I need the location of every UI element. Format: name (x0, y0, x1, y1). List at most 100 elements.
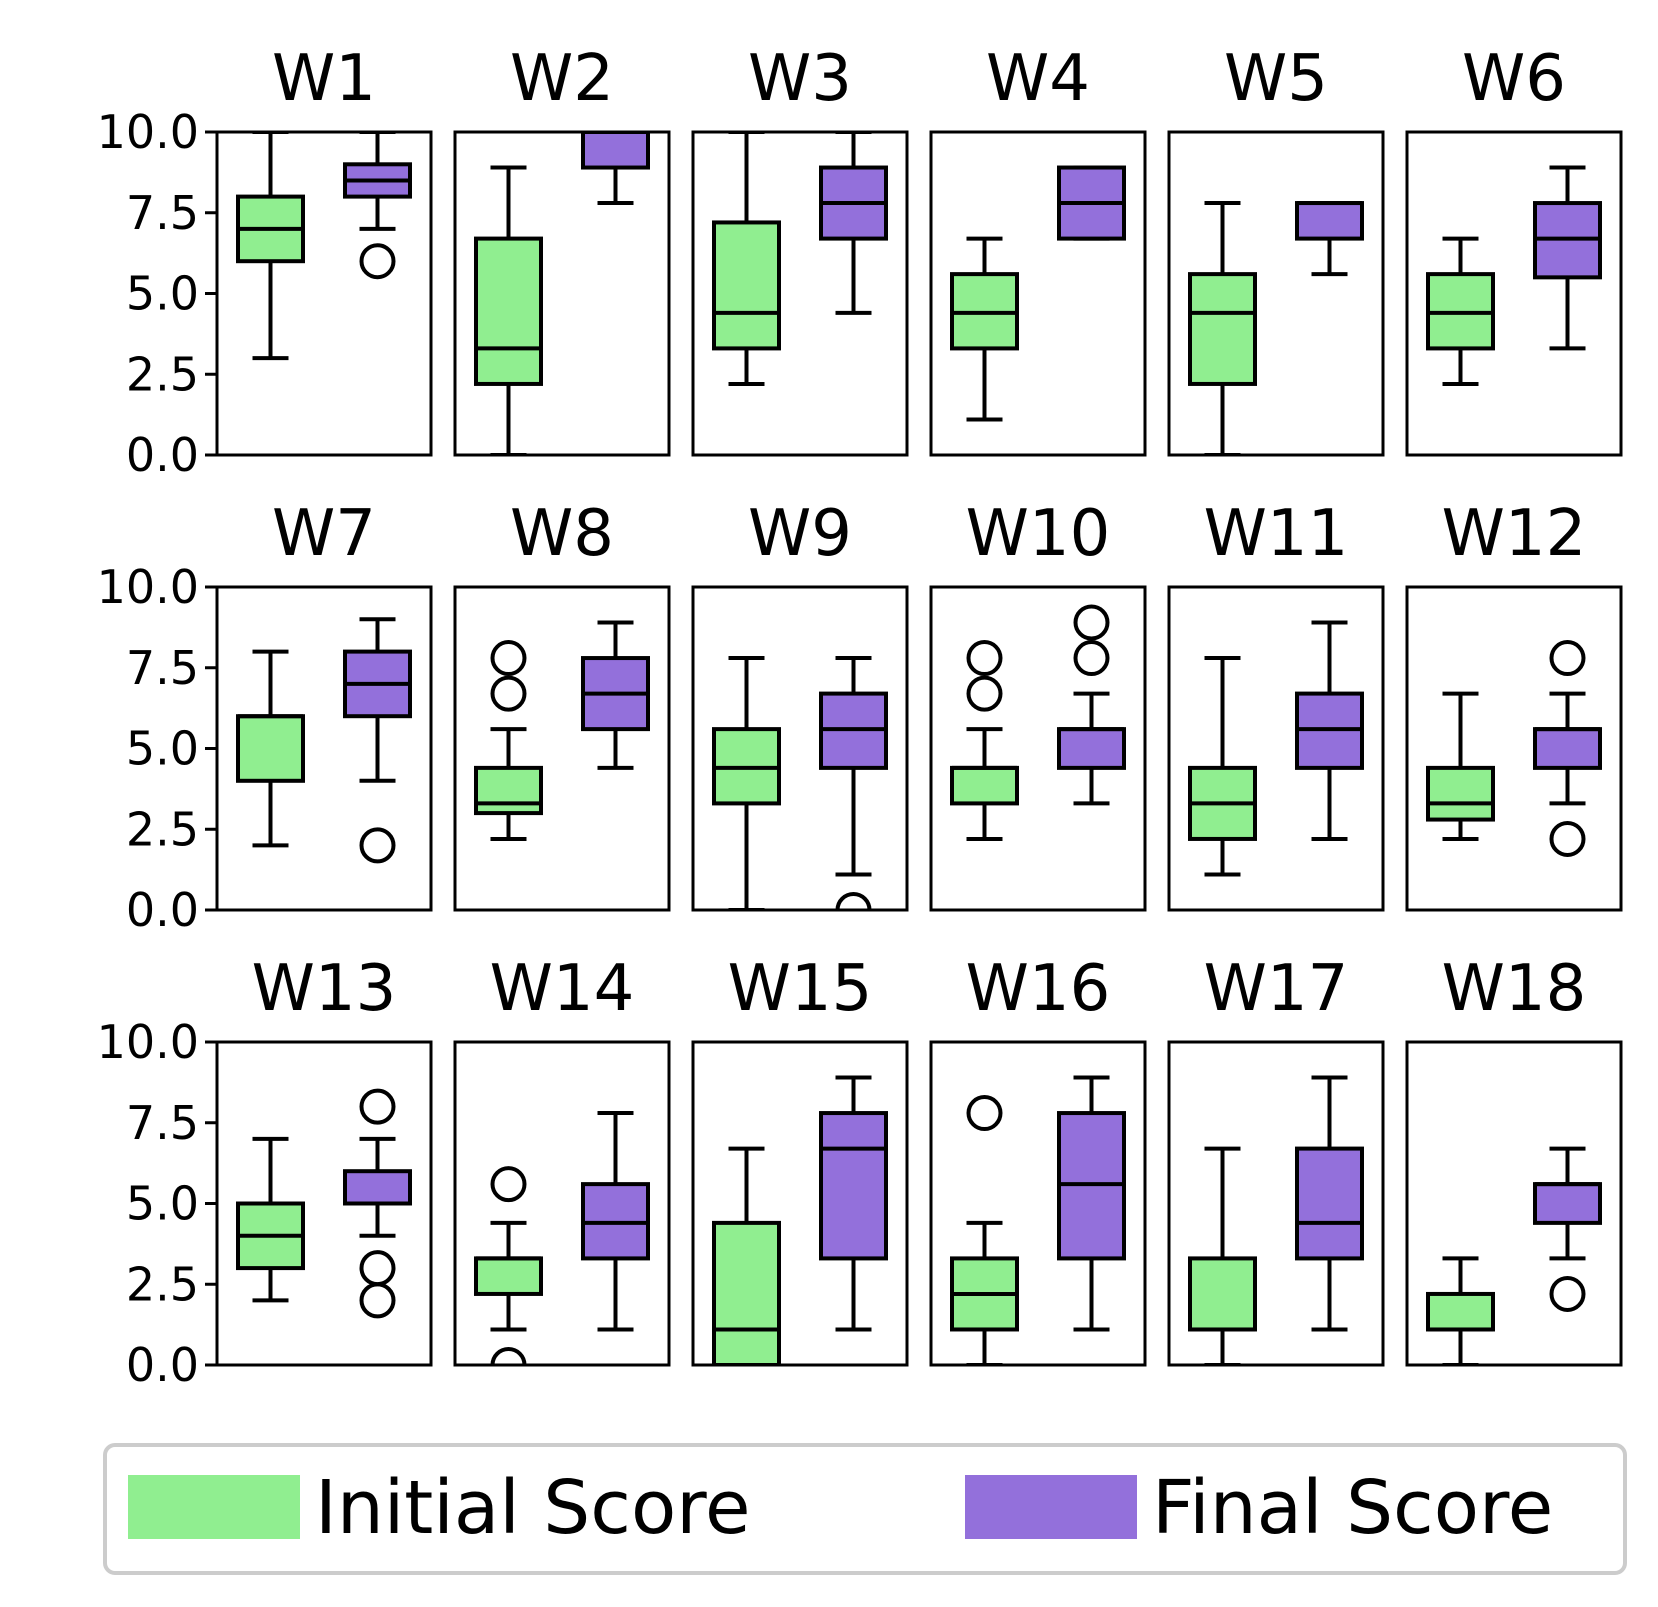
outlier-point (490, 1166, 527, 1203)
box-final (343, 617, 412, 864)
legend-swatch-initial (128, 1475, 300, 1539)
box-initial (474, 640, 543, 841)
outlier-point (966, 1095, 1003, 1132)
box-iqr (712, 220, 781, 351)
outlier-point (490, 640, 527, 677)
panel-title: W3 (748, 42, 852, 116)
panel-title: W6 (1462, 42, 1566, 116)
y-tick-label: 2.5 (126, 802, 199, 856)
panel-plot-area (1188, 620, 1364, 877)
panel-title: W14 (490, 952, 635, 1026)
legend-label-final: Final Score (1152, 1465, 1553, 1551)
outlier-point (359, 1088, 396, 1125)
box-final (1295, 1075, 1364, 1332)
panel-w2: W2 (453, 42, 671, 457)
panel-frame (691, 130, 909, 457)
panel-w7: W70.02.55.07.510.0 (97, 497, 433, 937)
box-iqr (1533, 727, 1602, 770)
box-final (1533, 165, 1602, 351)
y-tick-label: 2.5 (126, 1257, 199, 1311)
box-final (1295, 201, 1364, 277)
box-iqr (1295, 201, 1364, 241)
panel-w11: W11 (1167, 497, 1385, 912)
panel-w10: W10 (929, 497, 1147, 912)
box-initial (712, 1146, 781, 1365)
panel-frame (453, 1040, 671, 1367)
panel-frame (1405, 1040, 1623, 1367)
box-initial (236, 1136, 305, 1303)
box-initial (474, 1166, 543, 1365)
panel-title: W15 (728, 952, 873, 1026)
panel-title: W17 (1204, 952, 1349, 1026)
box-initial (950, 640, 1019, 841)
y-tick-label: 0.0 (126, 883, 199, 937)
outlier-point (966, 675, 1003, 712)
outlier-point (966, 640, 1003, 677)
box-iqr (474, 1256, 543, 1296)
outlier-point (1073, 604, 1110, 641)
y-tick-label: 2.5 (126, 347, 199, 401)
panel-frame (1167, 1040, 1385, 1367)
box-iqr (712, 1220, 781, 1365)
box-iqr (474, 765, 543, 816)
box-final (581, 132, 650, 206)
legend-label-initial: Initial Score (315, 1465, 751, 1551)
y-tick-label: 5.0 (126, 1177, 199, 1231)
panel-plot-area (950, 1075, 1126, 1365)
box-iqr (1057, 727, 1126, 770)
box-iqr (819, 1111, 888, 1261)
box-final (343, 132, 412, 280)
y-tick-label: 0.0 (126, 1338, 199, 1392)
panel-title: W9 (748, 497, 852, 571)
panel-plot-area (236, 1088, 412, 1319)
y-tick-label: 10.0 (97, 1015, 199, 1069)
panel-w18: W18 (1405, 952, 1623, 1367)
box-iqr (950, 765, 1019, 806)
panel-frame (691, 1040, 909, 1367)
box-final (819, 656, 888, 910)
panel-w8: W8 (453, 497, 671, 912)
panel-plot-area (712, 132, 888, 386)
outlier-point (359, 1250, 396, 1287)
box-iqr (1426, 1291, 1495, 1332)
panel-frame (1405, 130, 1623, 457)
panel-w6: W6 (1405, 42, 1623, 457)
y-tick-label: 10.0 (97, 560, 199, 614)
box-final (1057, 604, 1126, 806)
box-final (581, 620, 650, 770)
outlier-point (1549, 820, 1586, 857)
box-initial (474, 165, 543, 455)
box-initial (1426, 691, 1495, 841)
box-initial (236, 132, 305, 361)
panel-plot-area (950, 165, 1126, 422)
panel-title: W5 (1224, 42, 1328, 116)
panel-w4: W4 (929, 42, 1147, 457)
panel-frame (453, 585, 671, 912)
y-tick-label: 7.5 (126, 186, 199, 240)
y-tick-label: 5.0 (126, 267, 199, 321)
panel-w14: W14 (453, 952, 671, 1367)
panel-plot-area (950, 604, 1126, 841)
panel-title: W11 (1204, 497, 1349, 571)
legend-swatch-final (965, 1475, 1137, 1539)
outlier-point (1549, 640, 1586, 677)
outlier-point (490, 675, 527, 712)
y-tick-label: 5.0 (126, 722, 199, 776)
outlier-point (359, 243, 396, 280)
box-iqr (1533, 1182, 1602, 1225)
panel-w16: W16 (929, 952, 1147, 1367)
box-final (819, 132, 888, 315)
panel-frame (1167, 130, 1385, 457)
panel-plot-area (712, 1075, 888, 1365)
panel-title: W1 (272, 42, 376, 116)
panel-w15: W15 (691, 952, 909, 1367)
outlier-point (835, 892, 872, 910)
panel-w9: W9 (691, 497, 909, 912)
panel-plot-area (1426, 640, 1602, 857)
box-initial (1188, 656, 1257, 877)
box-initial (1426, 1256, 1495, 1365)
box-final (1295, 620, 1364, 841)
box-initial (712, 132, 781, 386)
panel-w5: W5 (1167, 42, 1385, 457)
